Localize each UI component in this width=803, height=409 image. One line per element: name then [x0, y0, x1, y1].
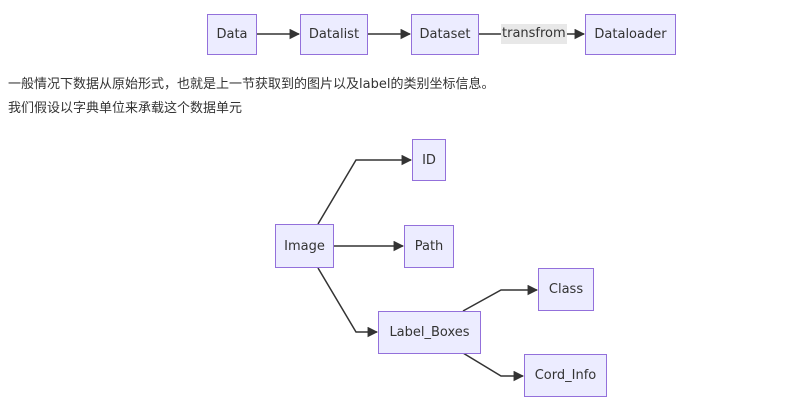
node-id: ID	[412, 139, 446, 181]
edge-label-transfrom: transfrom	[501, 24, 567, 44]
node-cord-info: Cord_Info	[524, 354, 607, 397]
edge-labelboxes-class	[462, 284, 539, 312]
edge-labelboxes-cordinfo	[462, 352, 525, 382]
edge-image-id	[317, 154, 413, 225]
description-line-1: 一般情况下数据从原始形式，也就是上一节获取到的图片以及label的类别坐标信息。	[8, 77, 495, 92]
node-label-boxes: Label_Boxes	[378, 311, 481, 354]
node-image: Image	[275, 224, 334, 268]
node-dataset: Dataset	[411, 14, 479, 55]
node-path: Path	[404, 225, 454, 268]
description-line-2: 我们假设以字典单位来承载这个数据单元	[8, 101, 243, 116]
edge-image-labelboxes	[317, 267, 379, 338]
node-class: Class	[538, 268, 594, 311]
node-dataloader: Dataloader	[585, 14, 676, 55]
node-datalist: Datalist	[300, 14, 368, 55]
node-data: Data	[207, 14, 257, 55]
